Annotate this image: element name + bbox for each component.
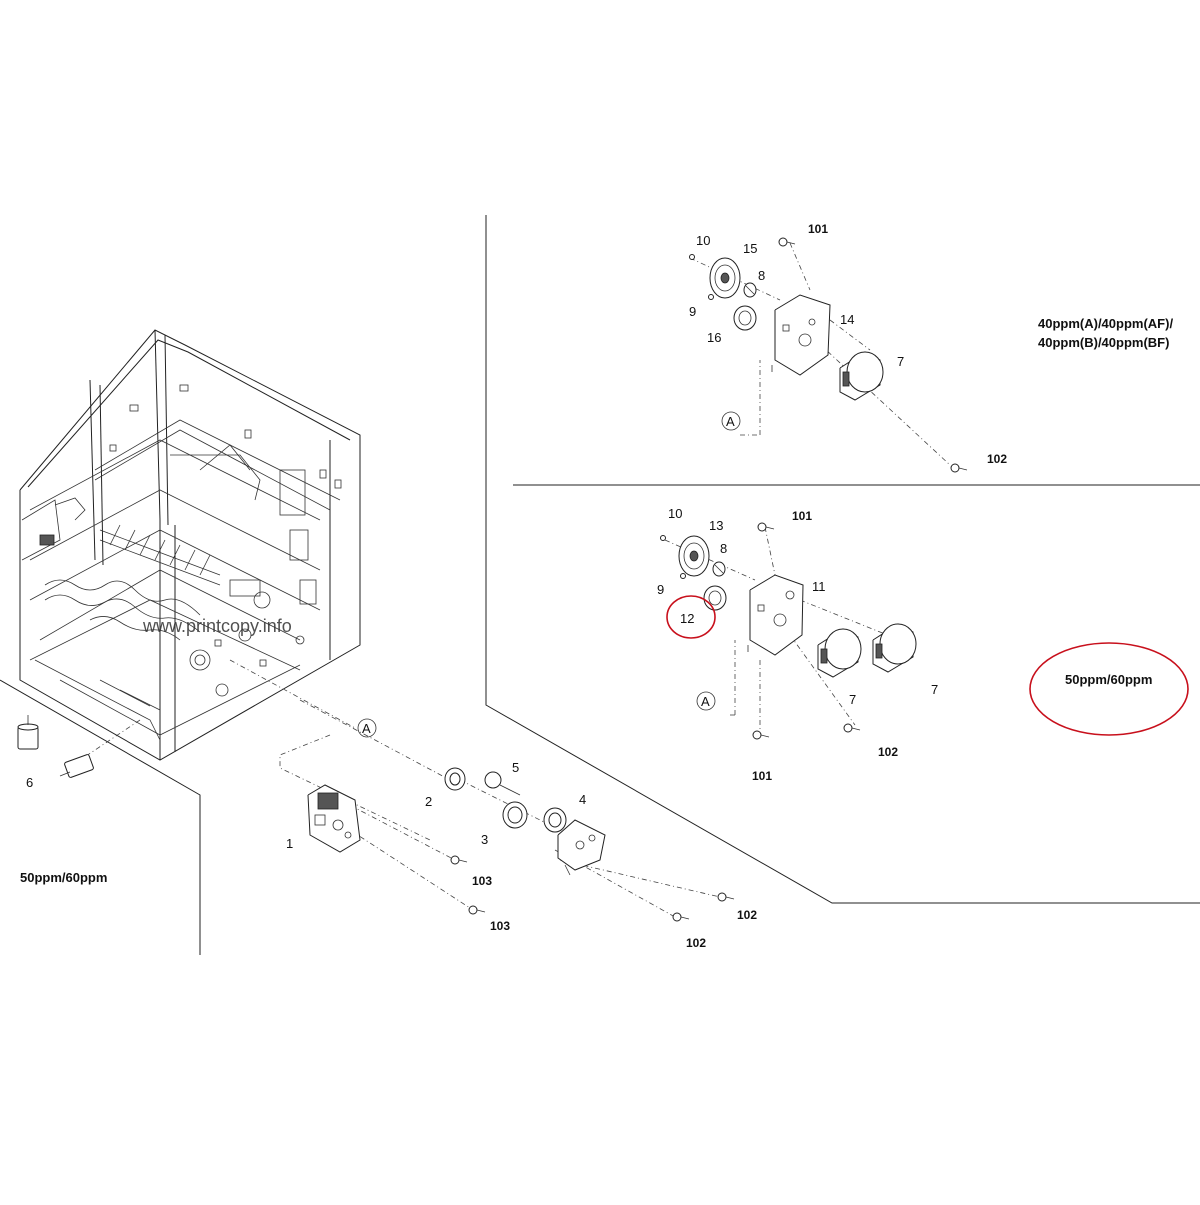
svg-text:101: 101 (792, 509, 812, 523)
svg-text:102: 102 (737, 908, 757, 922)
main-labels: 1 2 3 4 5 6 103 103 102 102 (26, 760, 757, 950)
drive-bracket-icon (307, 784, 361, 853)
svg-text:10: 10 (668, 506, 682, 521)
svg-text:102: 102 (987, 452, 1007, 466)
svg-text:12: 12 (680, 611, 694, 626)
svg-text:103: 103 (472, 874, 492, 888)
section-dividers (0, 215, 1200, 955)
svg-text:3: 3 (481, 832, 488, 847)
svg-text:15: 15 (743, 241, 757, 256)
reference-a-bottom: A (696, 691, 716, 711)
svg-text:16: 16 (707, 330, 721, 345)
svg-text:102: 102 (686, 936, 706, 950)
svg-text:7: 7 (931, 682, 938, 697)
left-section-border (0, 679, 201, 955)
motor-icon (839, 351, 884, 401)
svg-text:A: A (362, 721, 371, 736)
svg-text:4: 4 (579, 792, 586, 807)
svg-text:11: 11 (812, 579, 826, 594)
svg-text:9: 9 (689, 304, 696, 319)
svg-text:A: A (726, 414, 735, 429)
bottom-detail: 10 13 8 9 12 11 7 7 101 101 102 (657, 506, 938, 783)
watermark: www.printcopy.info (142, 616, 292, 636)
variant-label-bottom-right: 50ppm/60ppm (1065, 672, 1152, 687)
svg-text:101: 101 (752, 769, 772, 783)
svg-text:13: 13 (709, 518, 723, 533)
svg-text:8: 8 (758, 268, 765, 283)
highlight-variant-label (1029, 642, 1189, 736)
top-detail: 10 15 8 9 16 14 7 101 102 (689, 222, 1007, 473)
svg-text:1: 1 (286, 836, 293, 851)
svg-text:9: 9 (657, 582, 664, 597)
reference-a-main: A (357, 718, 377, 738)
reference-a-top: A (721, 411, 741, 431)
svg-text:10: 10 (696, 233, 710, 248)
gear-icon (444, 767, 567, 833)
screw-icon (450, 855, 735, 922)
svg-text:A: A (701, 694, 710, 709)
svg-text:102: 102 (878, 745, 898, 759)
variant-label-top-right-2: 40ppm(B)/40ppm(BF) (1038, 335, 1169, 350)
bracket-icon (557, 819, 606, 876)
solenoid-icon (17, 715, 94, 778)
svg-text:14: 14 (840, 312, 854, 327)
right-section-border (485, 215, 1200, 904)
svg-text:8: 8 (720, 541, 727, 556)
main-leaders (79, 659, 721, 918)
motor-icon (872, 623, 917, 673)
svg-text:7: 7 (897, 354, 904, 369)
svg-text:101: 101 (808, 222, 828, 236)
svg-text:2: 2 (425, 794, 432, 809)
svg-text:7: 7 (849, 692, 856, 707)
svg-text:103: 103 (490, 919, 510, 933)
highlight-part-12 (666, 595, 716, 639)
svg-text:6: 6 (26, 775, 33, 790)
variant-label-top-right-1: 40ppm(A)/40ppm(AF)/ (1038, 316, 1173, 331)
svg-text:5: 5 (512, 760, 519, 775)
variant-label-left: 50ppm/60ppm (20, 870, 107, 885)
motor-icon (817, 628, 862, 678)
main-frame (19, 329, 361, 761)
